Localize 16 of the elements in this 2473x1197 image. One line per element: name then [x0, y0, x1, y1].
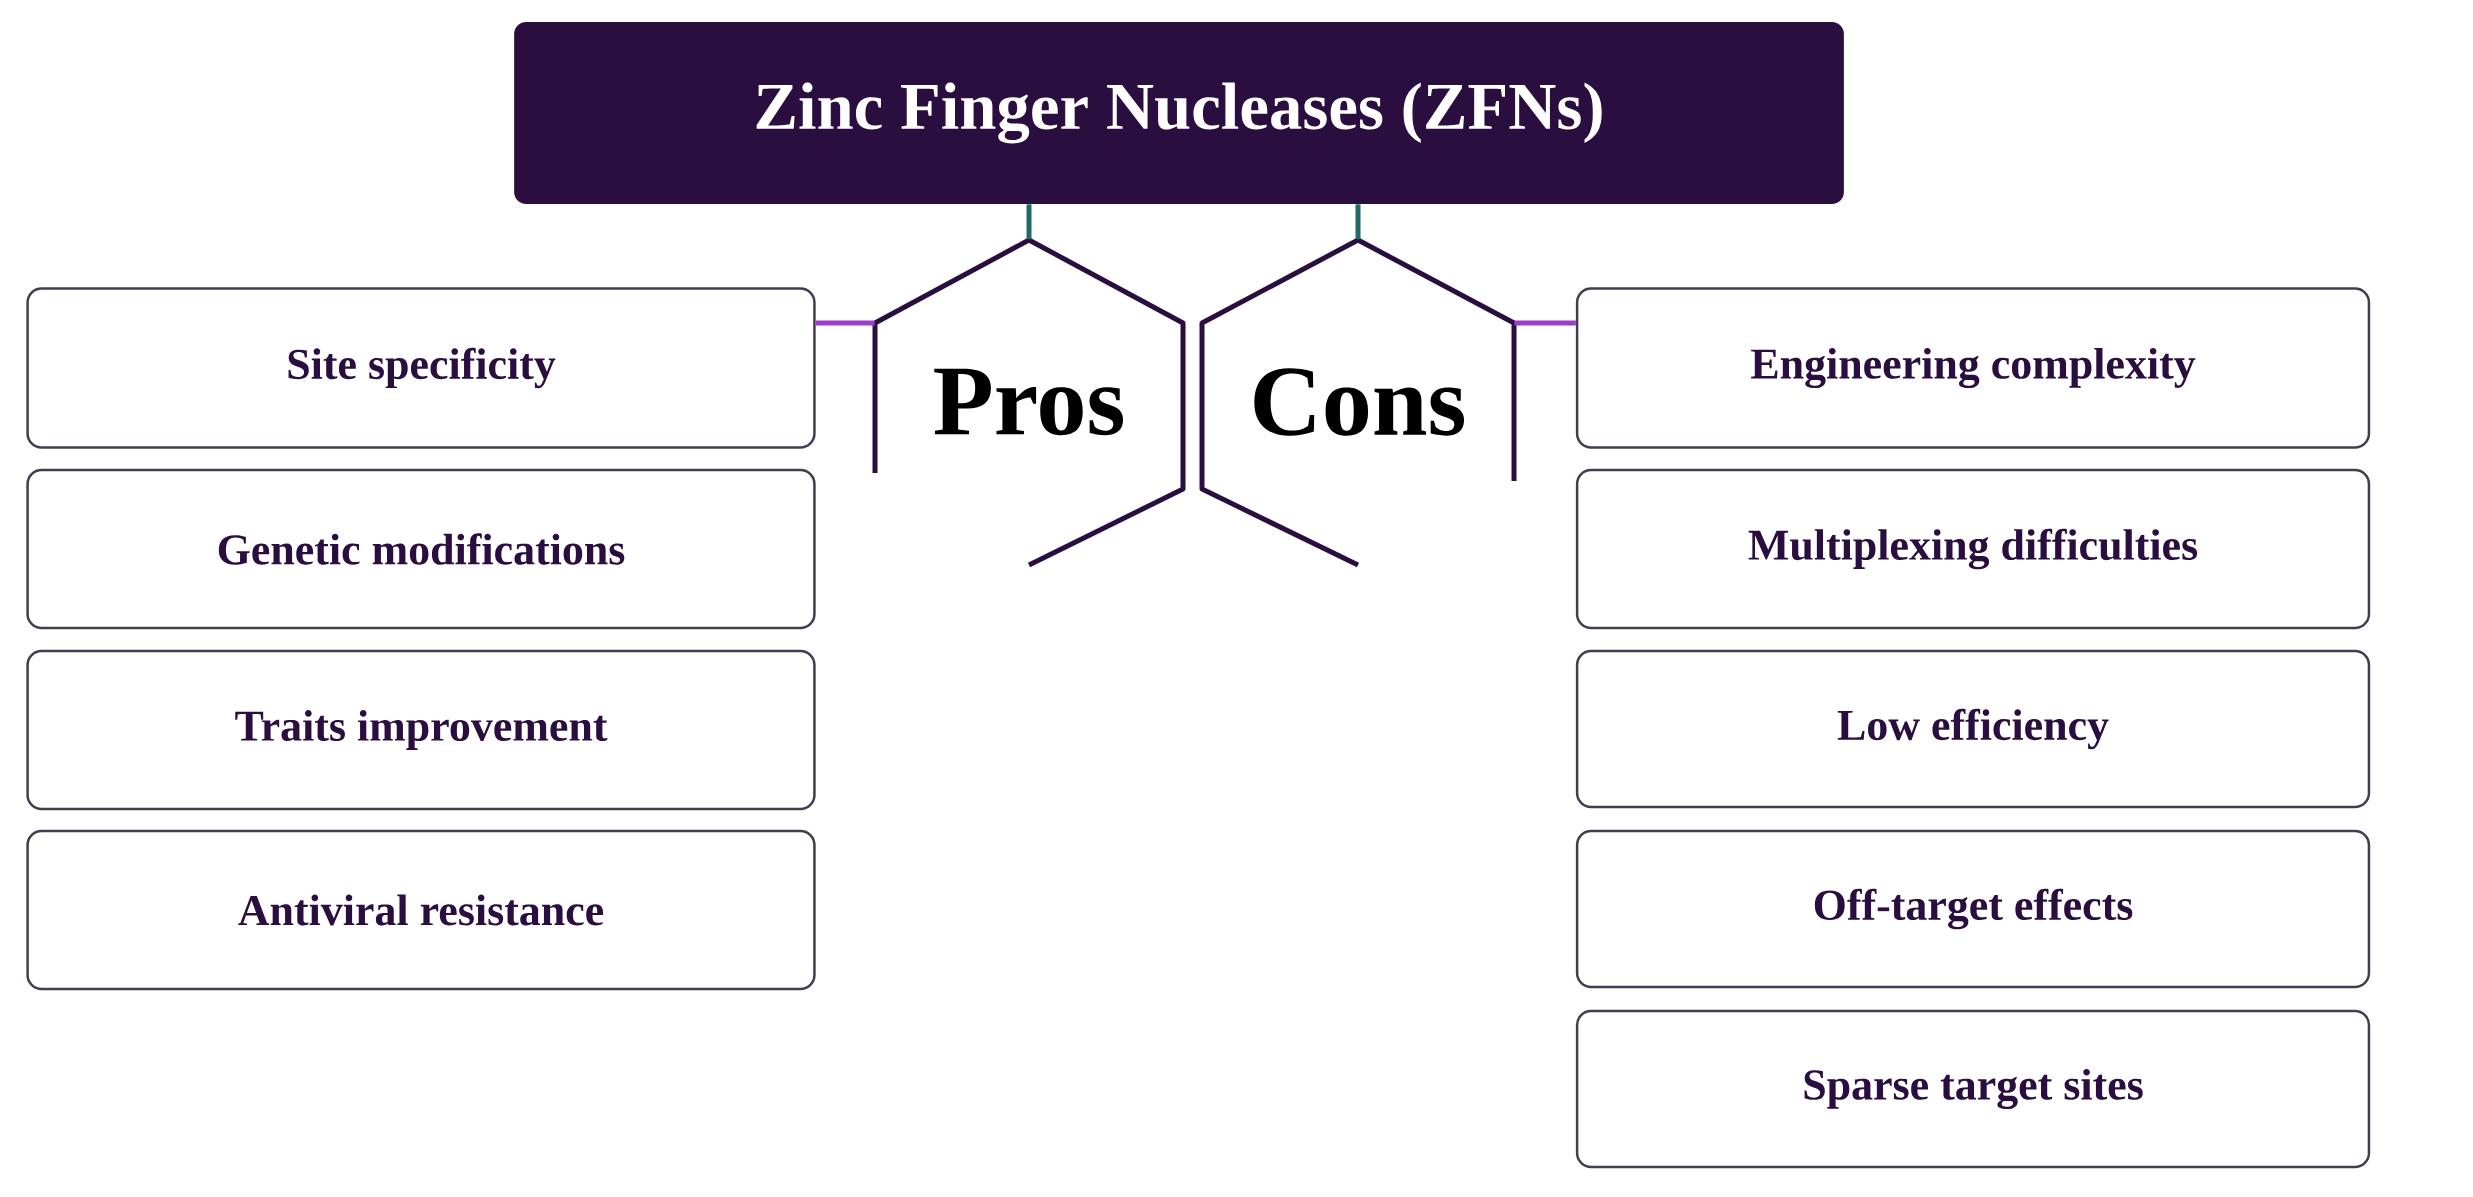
item-box: Traits improvement: [26, 649, 816, 811]
item-box: Site specificity: [26, 287, 816, 449]
item-box: Engineering complexity: [1575, 287, 2371, 449]
item-box: Antiviral resistance: [26, 829, 816, 991]
item-box: Sparse target sites: [1575, 1009, 2371, 1169]
connector-line: [1355, 204, 1361, 240]
connector-line: [1514, 320, 1576, 326]
connector-line: [815, 320, 875, 326]
hexagon-outline: Cons: [1199, 237, 1517, 568]
connector-line: [1026, 204, 1032, 240]
item-box: Multiplexing difficulties: [1575, 468, 2371, 630]
item-box: Genetic modifications: [26, 468, 816, 630]
hexagon-outline: Pros: [872, 237, 1186, 568]
title-box: Zinc Finger Nucleases (ZFNs): [514, 22, 1844, 204]
item-box: Low efficiency: [1575, 649, 2371, 809]
item-box: Off-target effects: [1575, 829, 2371, 989]
